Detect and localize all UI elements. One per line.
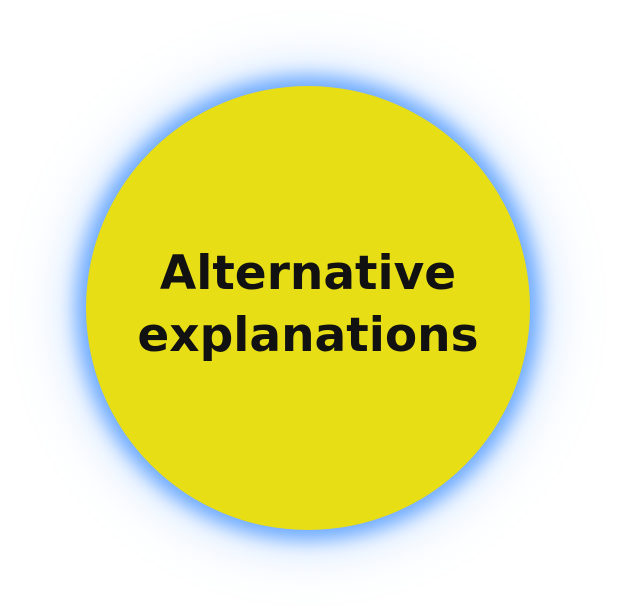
concept-label-line-1: Alternative	[159, 246, 457, 301]
concept-circle: Alternative explanations	[86, 86, 530, 530]
concept-label-line-2: explanations	[137, 308, 479, 363]
concept-label: Alternative explanations	[108, 243, 508, 367]
